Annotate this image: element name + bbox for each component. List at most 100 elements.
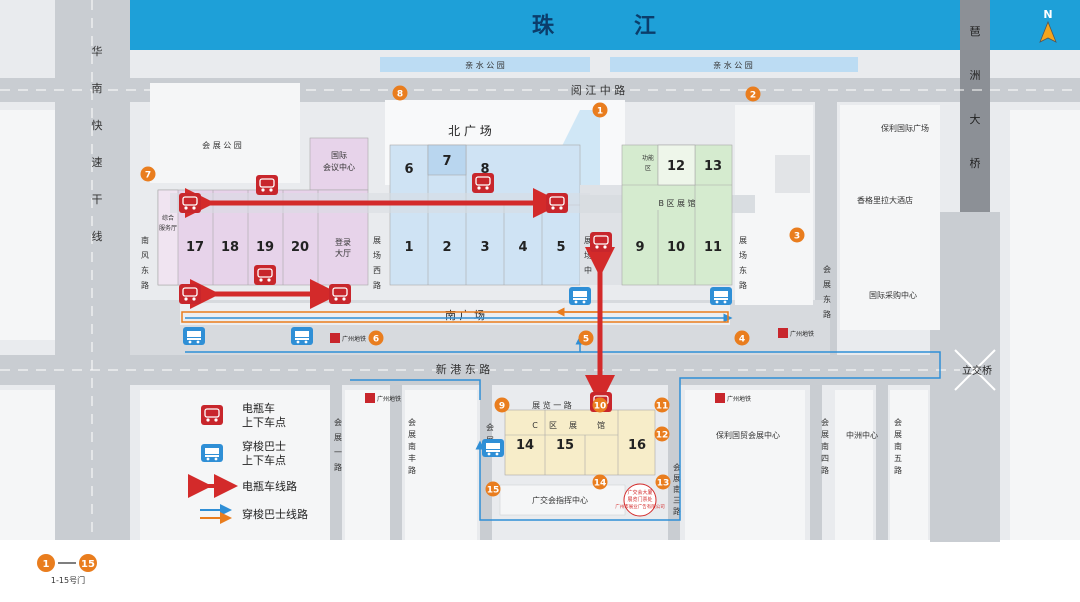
road-label-char: 展: [823, 280, 831, 289]
gate-2: 2: [745, 86, 761, 102]
svg-text:10: 10: [594, 402, 607, 412]
road-label-char: 展: [894, 430, 902, 439]
gate-6: 6: [368, 330, 384, 346]
road-label-char: 南: [141, 235, 149, 245]
hall-13: 13: [704, 159, 722, 174]
lieqiao-bridge: [960, 0, 990, 212]
svg-text:4: 4: [739, 335, 745, 345]
road-label-char: 大: [970, 112, 981, 126]
svg-text:7: 7: [145, 171, 151, 181]
bus-route: [185, 313, 941, 521]
svg-text:保利国际广场: 保利国际广场: [881, 123, 929, 133]
ev-stop-icon[interactable]: [328, 283, 352, 305]
svg-text:中洲中心: 中洲中心: [846, 430, 878, 440]
c-hall-block: [504, 409, 656, 476]
road-label-char: 洲: [970, 69, 981, 82]
road-label-char: 路: [821, 465, 829, 475]
legend-ev-stop-icon: [200, 404, 224, 426]
road-label-char: 路: [373, 280, 381, 290]
svg-text:区: 区: [645, 165, 651, 172]
svg-text:15: 15: [81, 559, 95, 570]
svg-text:穿梭巴士线路: 穿梭巴士线路: [242, 507, 308, 521]
svg-text:11: 11: [656, 402, 669, 412]
road-label-char: 路: [894, 465, 902, 475]
svg-text:1-15号门: 1-15号门: [51, 575, 85, 585]
svg-text:亲 水 公 园: 亲 水 公 园: [713, 60, 753, 70]
ev-stop-icon[interactable]: [178, 283, 202, 305]
hall-11: 11: [704, 240, 722, 255]
road-label-char: 东: [823, 294, 831, 304]
road-label-char: 中: [584, 265, 592, 275]
gate-4: 4: [734, 330, 750, 346]
road-label-char: 东: [141, 265, 149, 275]
road-label-char: 南: [408, 441, 416, 451]
pearl-river: [125, 0, 960, 50]
gate-3: 3: [789, 227, 805, 243]
huizhan-park-label: 会 展 公 园: [202, 140, 242, 150]
bus-stop-icon[interactable]: [710, 287, 732, 305]
road-label-char: 南: [673, 484, 681, 494]
road-label-char: 五: [894, 454, 902, 463]
bus-stop-icon[interactable]: [569, 287, 591, 305]
svg-text:电瓶车线路: 电瓶车线路: [242, 479, 297, 493]
hall-18: 18: [221, 240, 239, 255]
road-label-char: 路: [823, 309, 831, 319]
ev-stop-icon[interactable]: [589, 231, 613, 253]
gate-14: 14: [592, 474, 608, 490]
hall-12: 12: [667, 159, 685, 174]
road-yuejiang: 阅 江 中 路: [571, 84, 626, 97]
road-label-char: 会: [673, 462, 681, 472]
hall-16: 16: [628, 438, 646, 453]
svg-text:穿梭巴士: 穿梭巴士: [242, 439, 286, 453]
svg-text:广州地铁: 广州地铁: [790, 330, 814, 338]
ev-stop-icon[interactable]: [545, 192, 569, 214]
road-label-char: 会: [408, 417, 416, 427]
ev-stop-icon[interactable]: [178, 192, 202, 214]
gate-8: 8: [392, 85, 408, 101]
svg-text:大厅: 大厅: [335, 248, 351, 258]
road-label-char: 四: [821, 454, 829, 463]
ev-stop-icon[interactable]: [255, 174, 279, 196]
road-label-char: 展: [821, 430, 829, 439]
road-label-char: 快: [92, 119, 103, 132]
hall-3: 3: [480, 240, 489, 255]
road-label-char: 场: [739, 251, 747, 260]
bus-stop-icon[interactable]: [183, 327, 205, 345]
svg-text:14: 14: [594, 479, 607, 489]
svg-text:9: 9: [499, 402, 505, 412]
road-label-char: 琶: [970, 25, 981, 38]
ev-stop-icon[interactable]: [253, 264, 277, 286]
bus-stop-icon[interactable]: [291, 327, 313, 345]
ev-stop-icon[interactable]: [471, 172, 495, 194]
gate-15: 15: [485, 481, 501, 497]
road-label-char: 路: [739, 280, 747, 290]
road-label-char: 桥: [970, 157, 981, 170]
svg-text:5: 5: [583, 335, 589, 345]
svg-text:1: 1: [597, 107, 603, 117]
road-label-char: 展: [739, 236, 747, 245]
river-label-left: 珠: [532, 14, 555, 39]
south-square-label: 南 广 场: [445, 308, 485, 322]
svg-text:登录: 登录: [335, 237, 351, 247]
hall-15: 15: [556, 438, 574, 453]
road-label-char: 会: [486, 422, 494, 432]
svg-text:上下车点: 上下车点: [242, 415, 286, 429]
hall-20: 20: [291, 240, 309, 255]
red-stamp-icon: [623, 483, 657, 517]
svg-text:展览门票处: 展览门票处: [627, 496, 652, 503]
road-label-char: 线: [92, 229, 103, 243]
road-label-char: 会: [823, 264, 831, 274]
road-lijiao: 立交桥: [962, 364, 992, 377]
hall-19: 19: [256, 240, 274, 255]
hall-9: 9: [635, 240, 644, 255]
road-label-char: 丰: [408, 453, 416, 463]
svg-text:1: 1: [43, 559, 50, 570]
bus-stop-icon[interactable]: [482, 439, 504, 457]
gate-11: 11: [654, 397, 670, 413]
